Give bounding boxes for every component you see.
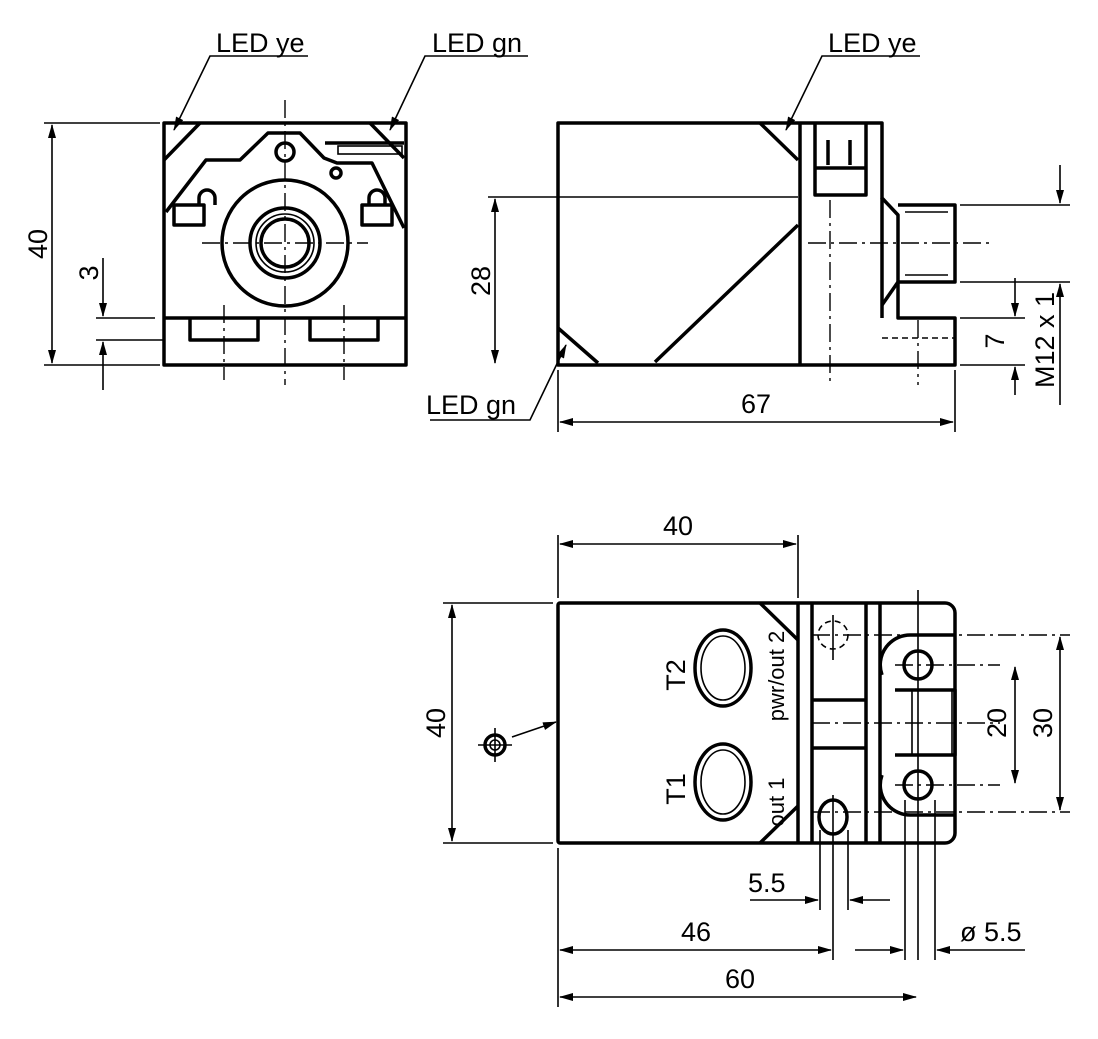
dim-slot: 5.5 — [748, 868, 786, 898]
position-target-icon — [478, 728, 512, 762]
side-thread-label: M12 x 1 — [1030, 292, 1060, 388]
label-out1: out 1 — [764, 778, 789, 827]
side-led-gn-label: LED gn — [426, 390, 516, 420]
front-led-gn-label: LED gn — [432, 28, 522, 58]
side-dim-7: 7 — [980, 333, 1010, 348]
side-led-ye-label: LED ye — [828, 28, 917, 58]
dim-20: 20 — [982, 708, 1012, 738]
lock-icon — [360, 188, 394, 227]
dim-30: 30 — [1028, 708, 1058, 738]
dim-hole: ø 5.5 — [960, 917, 1022, 947]
side-dim-28: 28 — [466, 266, 496, 296]
side-dim-67: 67 — [741, 389, 771, 419]
unlock-icon — [172, 188, 217, 227]
bottom-dim-height: 40 — [421, 708, 451, 738]
dim-60: 60 — [725, 964, 755, 994]
side-view: 28 67 7 M12 x 1 LED ye LED gn — [426, 28, 1070, 432]
bottom-dim-width: 40 — [663, 511, 693, 541]
front-led-ye-label: LED ye — [216, 28, 305, 58]
label-pwr-out2: pwr/out 2 — [764, 631, 789, 722]
front-view: 40 3 LED ye LED gn — [23, 28, 528, 390]
front-dim-height: 40 — [23, 229, 53, 259]
label-t2: T2 — [661, 659, 691, 691]
label-t1: T1 — [661, 773, 691, 805]
front-dim-step: 3 — [74, 265, 104, 280]
bottom-view: T2 T1 pwr/out 2 out 1 40 40 20 30 5.5 ø … — [421, 511, 1070, 1007]
dim-46: 46 — [681, 917, 711, 947]
